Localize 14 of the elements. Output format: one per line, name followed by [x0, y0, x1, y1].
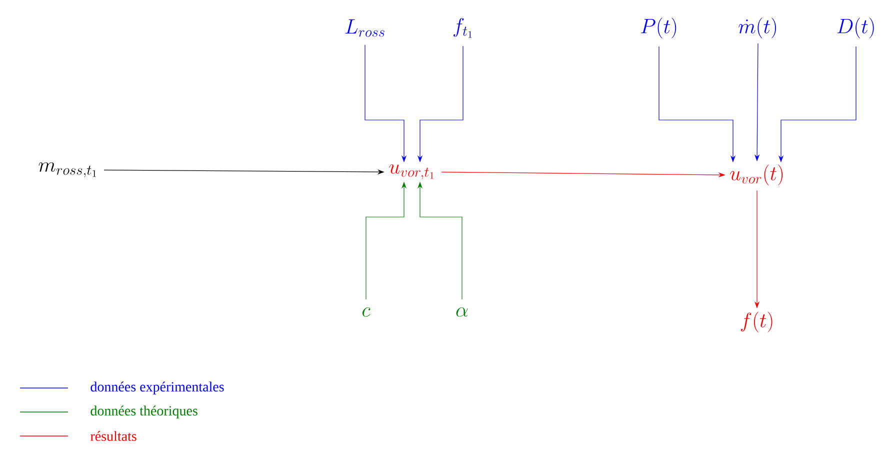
formula-label: $m_{ross,t_1}$: [38, 162, 96, 178]
formula-label: $u_{vor}(t)$: [730, 164, 783, 186]
formula-label: $\dot{m}(t)$: [738, 18, 776, 38]
formula-label: $f(t)$: [740, 312, 772, 332]
legend-text: données théoriques: [90, 406, 198, 418]
formula-label: $f_{t_1}$: [454, 18, 472, 38]
legend-text: résultats: [90, 431, 136, 441]
formula-label: $L_{ross}$: [345, 19, 384, 37]
formula-label: $c$: [362, 307, 370, 317]
formula-label: $u_{vor,t_1}$: [389, 164, 434, 180]
legend-text: données expérimentales: [90, 382, 224, 394]
formula-label: $P(t)$: [641, 18, 676, 38]
formula-label: $D(t)$: [837, 18, 874, 38]
formula-label: $\alpha$: [456, 307, 468, 317]
